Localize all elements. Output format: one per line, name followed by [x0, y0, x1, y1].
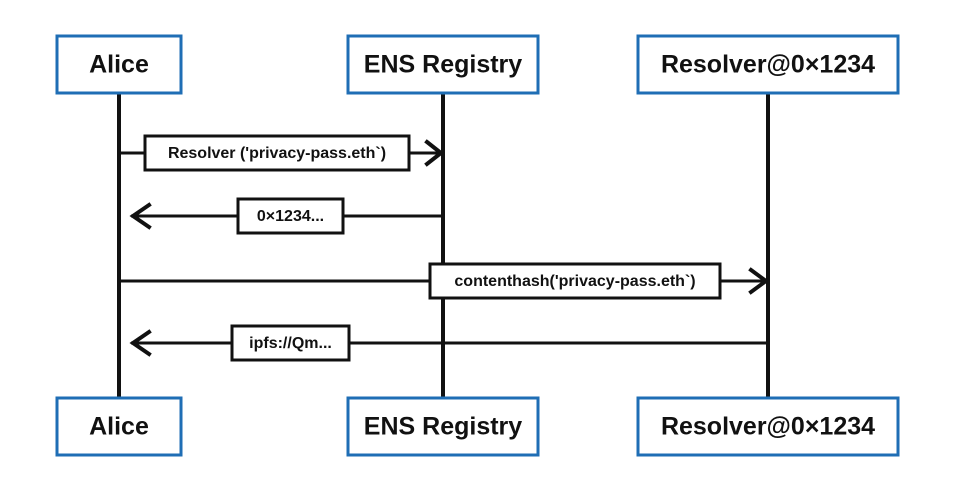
participant-header-alice-box[interactable]	[55, 34, 183, 95]
participant-header-ens-registry-box[interactable]	[346, 34, 540, 95]
participant-footer-resolver[interactable]: Resolver@0×1234	[636, 396, 900, 457]
participant-footer-alice-label: Alice	[89, 413, 149, 441]
participant-header-alice[interactable]: Alice	[55, 34, 183, 95]
message-2-label: 0×1234...	[257, 208, 324, 225]
message-3-label-box: contenthash('privacy-pass.eth`)	[428, 262, 722, 300]
participant-header-alice-label: Alice	[89, 51, 149, 79]
message-2-label-box: 0×1234...	[236, 197, 345, 235]
lifeline-overdraw	[441, 93, 770, 398]
participant-footer-ens-registry[interactable]: ENS Registry	[346, 396, 540, 457]
message-3-label: contenthash('privacy-pass.eth`)	[454, 273, 695, 290]
participant-footer-alice-box[interactable]	[55, 396, 183, 457]
participant-header-ens-registry[interactable]: ENS Registry	[346, 34, 540, 95]
message-4-label: ipfs://Qm...	[249, 335, 332, 352]
message-4-arrowhead-left	[129, 329, 152, 357]
message-2-arrowhead-left	[129, 202, 152, 230]
participant-footer-ens-registry-label: ENS Registry	[364, 413, 522, 441]
participant-header-resolver-label: Resolver@0×1234	[661, 51, 875, 79]
message-3-label-rect	[428, 262, 722, 300]
message-1-label-rect	[143, 134, 411, 172]
message-4	[129, 329, 768, 357]
participant-header-resolver-box[interactable]	[636, 34, 900, 95]
message-1-label: Resolver ('privacy-pass.eth`)	[168, 145, 386, 162]
message-1-label-box: Resolver ('privacy-pass.eth`)	[143, 134, 411, 172]
participant-footer-resolver-label: Resolver@0×1234	[661, 413, 875, 441]
participant-footer-alice[interactable]: Alice	[55, 396, 183, 457]
participant-footer-resolver-box[interactable]	[636, 396, 900, 457]
message-4-label-box: ipfs://Qm...	[230, 324, 351, 362]
participant-footer-ens-registry-box[interactable]	[346, 396, 540, 457]
participant-header-ens-registry-label: ENS Registry	[364, 51, 522, 79]
message-4-label-rect	[230, 324, 351, 362]
message-2-label-rect	[236, 197, 345, 235]
participant-header-resolver[interactable]: Resolver@0×1234	[636, 34, 900, 95]
